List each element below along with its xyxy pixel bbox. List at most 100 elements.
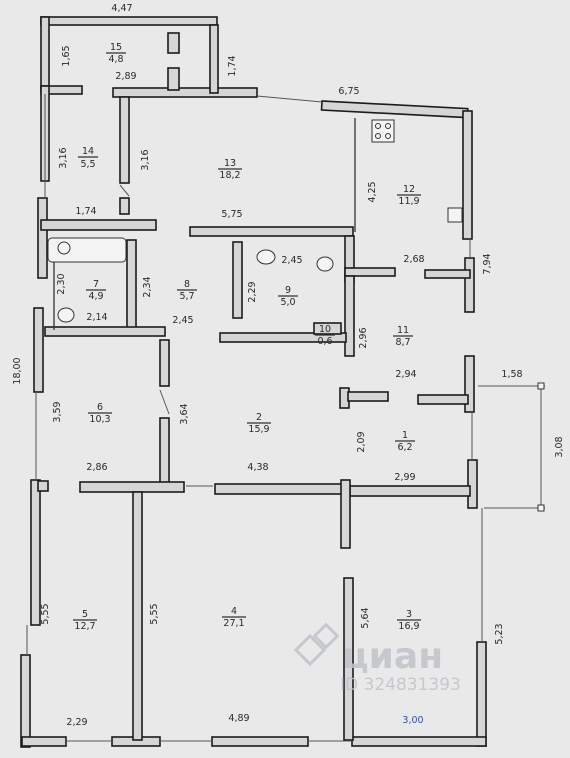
wall <box>37 480 49 492</box>
watermark-id: ID 324831393 <box>340 675 461 695</box>
dimension-label: 5,23 <box>494 623 505 644</box>
svg-text:13: 13 <box>224 158 236 169</box>
wall <box>344 275 355 357</box>
room-4: 427,1 <box>222 606 246 629</box>
wall <box>313 322 342 335</box>
dimension-label: 4,25 <box>367 181 378 202</box>
dimension-label: 3,64 <box>179 403 190 424</box>
dimension-label: 5,55 <box>40 603 51 624</box>
svg-text:6,2: 6,2 <box>397 442 412 453</box>
wall <box>79 481 185 493</box>
dimension-label: 1,58 <box>501 369 522 380</box>
dimension-label: 2,86 <box>86 462 107 473</box>
watermark-brand: циан <box>342 636 443 677</box>
svg-text:5: 5 <box>82 609 88 620</box>
wall <box>340 479 351 549</box>
dimension-label: 3,00 <box>402 715 423 726</box>
svg-text:4,8: 4,8 <box>108 54 123 65</box>
dimension-label: 7,94 <box>482 253 493 274</box>
wall <box>159 339 170 387</box>
wall <box>214 483 347 495</box>
wall <box>37 197 48 279</box>
svg-text:0,6: 0,6 <box>317 336 332 347</box>
dimension-label: 4,47 <box>111 3 132 14</box>
wall <box>467 459 478 509</box>
wall <box>351 736 487 747</box>
room-6: 610,3 <box>88 402 112 425</box>
svg-text:11,9: 11,9 <box>398 196 419 207</box>
svg-text:1: 1 <box>402 430 408 441</box>
wall <box>112 87 258 98</box>
toilet-icon <box>57 307 75 323</box>
wall <box>320 100 469 119</box>
svg-text:16,9: 16,9 <box>398 621 419 632</box>
wall <box>40 16 50 91</box>
svg-text:5,7: 5,7 <box>179 291 194 302</box>
burner-icon <box>385 123 391 129</box>
room-1: 16,2 <box>395 430 415 453</box>
svg-text:5,0: 5,0 <box>280 297 295 308</box>
svg-text:18,2: 18,2 <box>219 170 240 181</box>
stove-icon <box>371 119 395 143</box>
sink-icon <box>447 207 463 223</box>
dimension-label: 18,00 <box>12 357 23 384</box>
wall <box>347 391 389 402</box>
room-8: 85,7 <box>177 279 197 302</box>
wall <box>44 326 166 337</box>
room-9: 95,0 <box>278 285 298 308</box>
wall <box>132 491 143 741</box>
svg-text:14: 14 <box>82 146 94 157</box>
dimension-label: 2,45 <box>172 315 193 326</box>
washbasin-icon <box>57 241 71 255</box>
wall <box>21 736 67 747</box>
wall <box>167 32 180 54</box>
dimension-label: 5,55 <box>149 603 160 624</box>
dimension-label: 4,89 <box>228 713 249 724</box>
dimension-label: 2,94 <box>395 369 416 380</box>
svg-text:11: 11 <box>397 325 409 336</box>
room-15: 154,8 <box>106 42 126 65</box>
svg-text:10,3: 10,3 <box>89 414 110 425</box>
wall <box>119 197 130 215</box>
svg-text:5,5: 5,5 <box>80 159 95 170</box>
burner-icon <box>385 133 391 139</box>
dimension-label: 2,30 <box>56 273 67 294</box>
dimension-label: 5,75 <box>221 209 242 220</box>
external-dimension <box>478 382 545 512</box>
room-2: 215,9 <box>247 412 271 435</box>
cian-logo-icon <box>293 622 340 667</box>
dimension-tick <box>537 382 545 390</box>
wall <box>40 219 157 231</box>
dimension-label: 3,16 <box>58 147 69 168</box>
wall <box>424 269 471 279</box>
svg-text:4: 4 <box>231 606 237 617</box>
dimension-label: 3,16 <box>140 149 151 170</box>
dimension-label: 2,34 <box>142 276 153 297</box>
room-10: 100,6 <box>315 324 335 347</box>
dimension-label: 6,75 <box>338 86 359 97</box>
door-opening <box>119 184 130 197</box>
dimension-label: 1,74 <box>75 206 96 217</box>
svg-text:15: 15 <box>110 42 122 53</box>
wall <box>417 394 469 405</box>
wall <box>33 307 44 393</box>
svg-text:4,9: 4,9 <box>88 291 103 302</box>
wall <box>30 479 41 626</box>
wall <box>167 67 180 91</box>
svg-text:8: 8 <box>184 279 190 290</box>
dimension-label: 2,14 <box>86 312 107 323</box>
dimension-label: 1,74 <box>227 55 238 76</box>
fixtures <box>47 119 463 323</box>
svg-text:8,7: 8,7 <box>395 337 410 348</box>
dimension-label: 3,59 <box>52 401 63 422</box>
watermark: циан ID 324831393 <box>293 622 461 695</box>
dimension-label: 2,09 <box>356 431 367 452</box>
room-5: 512,7 <box>73 609 97 632</box>
wall <box>209 24 219 94</box>
wall <box>119 96 130 184</box>
svg-text:12: 12 <box>403 184 415 195</box>
dimension-label: 2,45 <box>281 255 302 266</box>
